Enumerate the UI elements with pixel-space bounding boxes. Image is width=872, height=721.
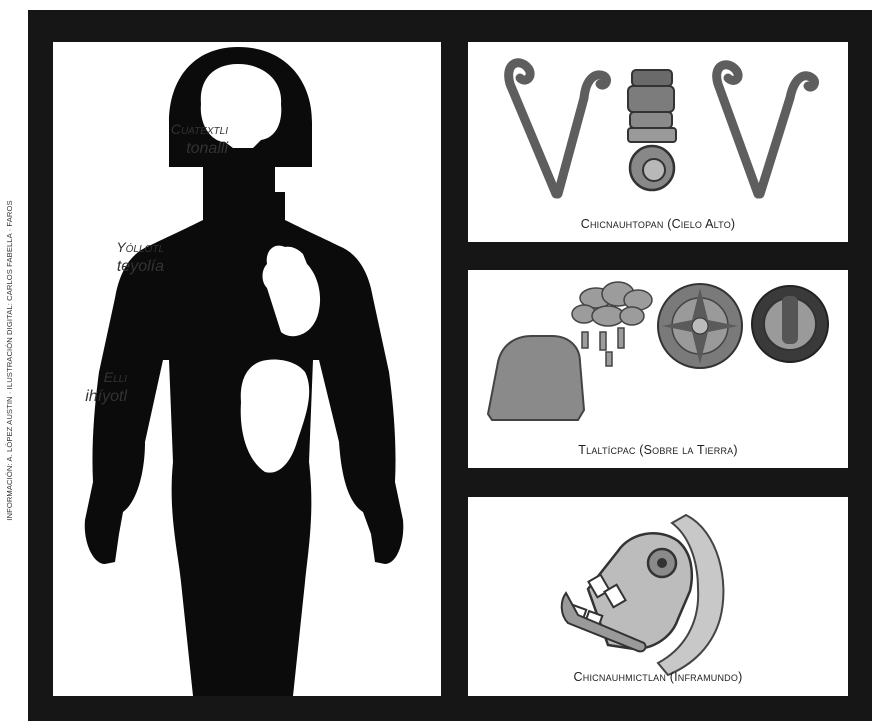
- panel-chicnauhmictlan: Chicnauhmictlan (Inframundo): [468, 497, 848, 696]
- yollotl-name: Yóllotl: [116, 239, 164, 255]
- cuatextli-name: Cuatextli: [171, 121, 228, 137]
- label-cuatextli: Cuatextli tonalli: [171, 120, 228, 158]
- label-yollotl: Yóllotl teyolía: [116, 238, 164, 276]
- mountain-glyph: [488, 336, 584, 420]
- sky-glyphs: [468, 42, 848, 242]
- right-v-scroll-glyph: [717, 65, 815, 194]
- elli-name: Elli: [104, 369, 127, 385]
- caption-sobre-la-tierra: Tlaltícpac (Sobre la Tierra): [468, 443, 848, 457]
- caption-inframundo: Chicnauhmictlan (Inframundo): [468, 670, 848, 684]
- credit-line: INFORMACIÓN: A. LÓPEZ AUSTIN · ILUSTRACI…: [3, 0, 17, 721]
- panel-chicnauhtopan: Chicnauhtopan (Cielo Alto): [468, 42, 848, 242]
- caption-cielo-alto: Chicnauhtopan (Cielo Alto): [468, 217, 848, 231]
- label-elli: Elli ihíyotl: [85, 368, 127, 406]
- tonalli-entity: tonalli: [186, 140, 228, 157]
- body-panel: Cuatextli tonalli Yóllotl teyolía Elli i…: [53, 42, 441, 696]
- left-v-scroll-glyph: [509, 63, 607, 194]
- rain-clouds-glyph: [572, 282, 652, 366]
- cosmic-disc-glyph: [658, 284, 742, 368]
- sun-glyph: [752, 286, 828, 362]
- teyolia-entity: teyolía: [117, 258, 164, 275]
- panel-tlalticpac: Tlaltícpac (Sobre la Tierra): [468, 270, 848, 468]
- earth-glyphs: [468, 270, 848, 468]
- underworld-glyph: [468, 497, 848, 696]
- central-stacked-glyph: [628, 70, 676, 190]
- ihiyotl-entity: ihíyotl: [85, 388, 127, 405]
